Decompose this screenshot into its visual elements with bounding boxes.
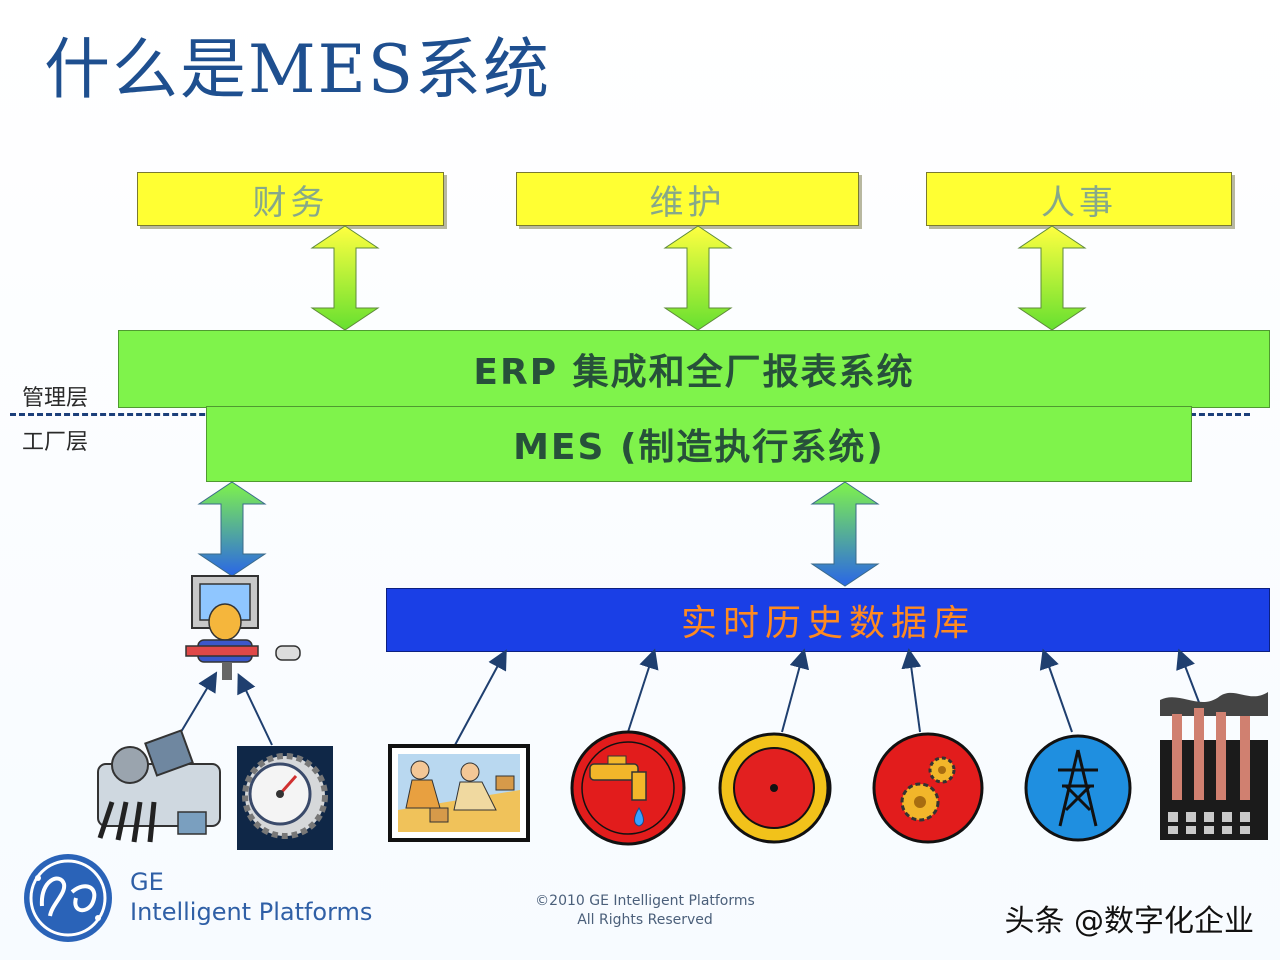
factory-icon xyxy=(1160,692,1268,840)
gauge-dial-icon xyxy=(237,746,333,850)
ge-brand-short: GE xyxy=(130,868,164,896)
tools-instruments-icon xyxy=(97,729,221,843)
power-tower-icon xyxy=(1024,734,1132,842)
gears-icon xyxy=(872,732,984,844)
maintenance-box: 维护 xyxy=(516,172,859,226)
device-connection-arrows xyxy=(174,648,1201,746)
watermark: 头条 @数字化企业 xyxy=(1004,904,1254,939)
operator-computer-icon xyxy=(185,575,301,680)
mes-box: MES (制造执行系统) xyxy=(206,406,1192,482)
double-arrow-maintenance xyxy=(663,225,733,331)
page-title: 什么是MES系统 xyxy=(44,31,551,108)
double-arrow-operator xyxy=(197,481,267,577)
erp-label: ERP 集成和全厂报表系统 xyxy=(473,352,915,393)
factory-layer-label: 工厂层 xyxy=(22,430,89,455)
double-arrow-database xyxy=(810,481,880,587)
double-arrow-hr xyxy=(1017,225,1087,331)
ge-brand-long: Intelligent Platforms xyxy=(130,898,373,926)
copyright-line-2: All Rights Reserved xyxy=(577,912,713,928)
historian-database-box: 实时历史数据库 xyxy=(386,588,1270,652)
mes-label: MES (制造执行系统) xyxy=(513,427,885,468)
management-layer-label: 管理层 xyxy=(22,386,89,411)
copyright-notice: ©2010 GE Intelligent Platforms All Right… xyxy=(520,892,770,930)
workers-icon xyxy=(388,744,530,842)
database-label: 实时历史数据库 xyxy=(680,603,975,644)
ge-logo xyxy=(24,854,112,942)
double-arrow-finance xyxy=(310,225,380,331)
water-faucet-icon xyxy=(570,730,686,846)
hr-box: 人事 xyxy=(926,172,1232,226)
finance-box: 财务 xyxy=(137,172,444,226)
erp-box: ERP 集成和全厂报表系统 xyxy=(118,330,1270,408)
copyright-line-1: ©2010 GE Intelligent Platforms xyxy=(535,893,755,909)
alarm-bell-icon xyxy=(718,732,832,844)
